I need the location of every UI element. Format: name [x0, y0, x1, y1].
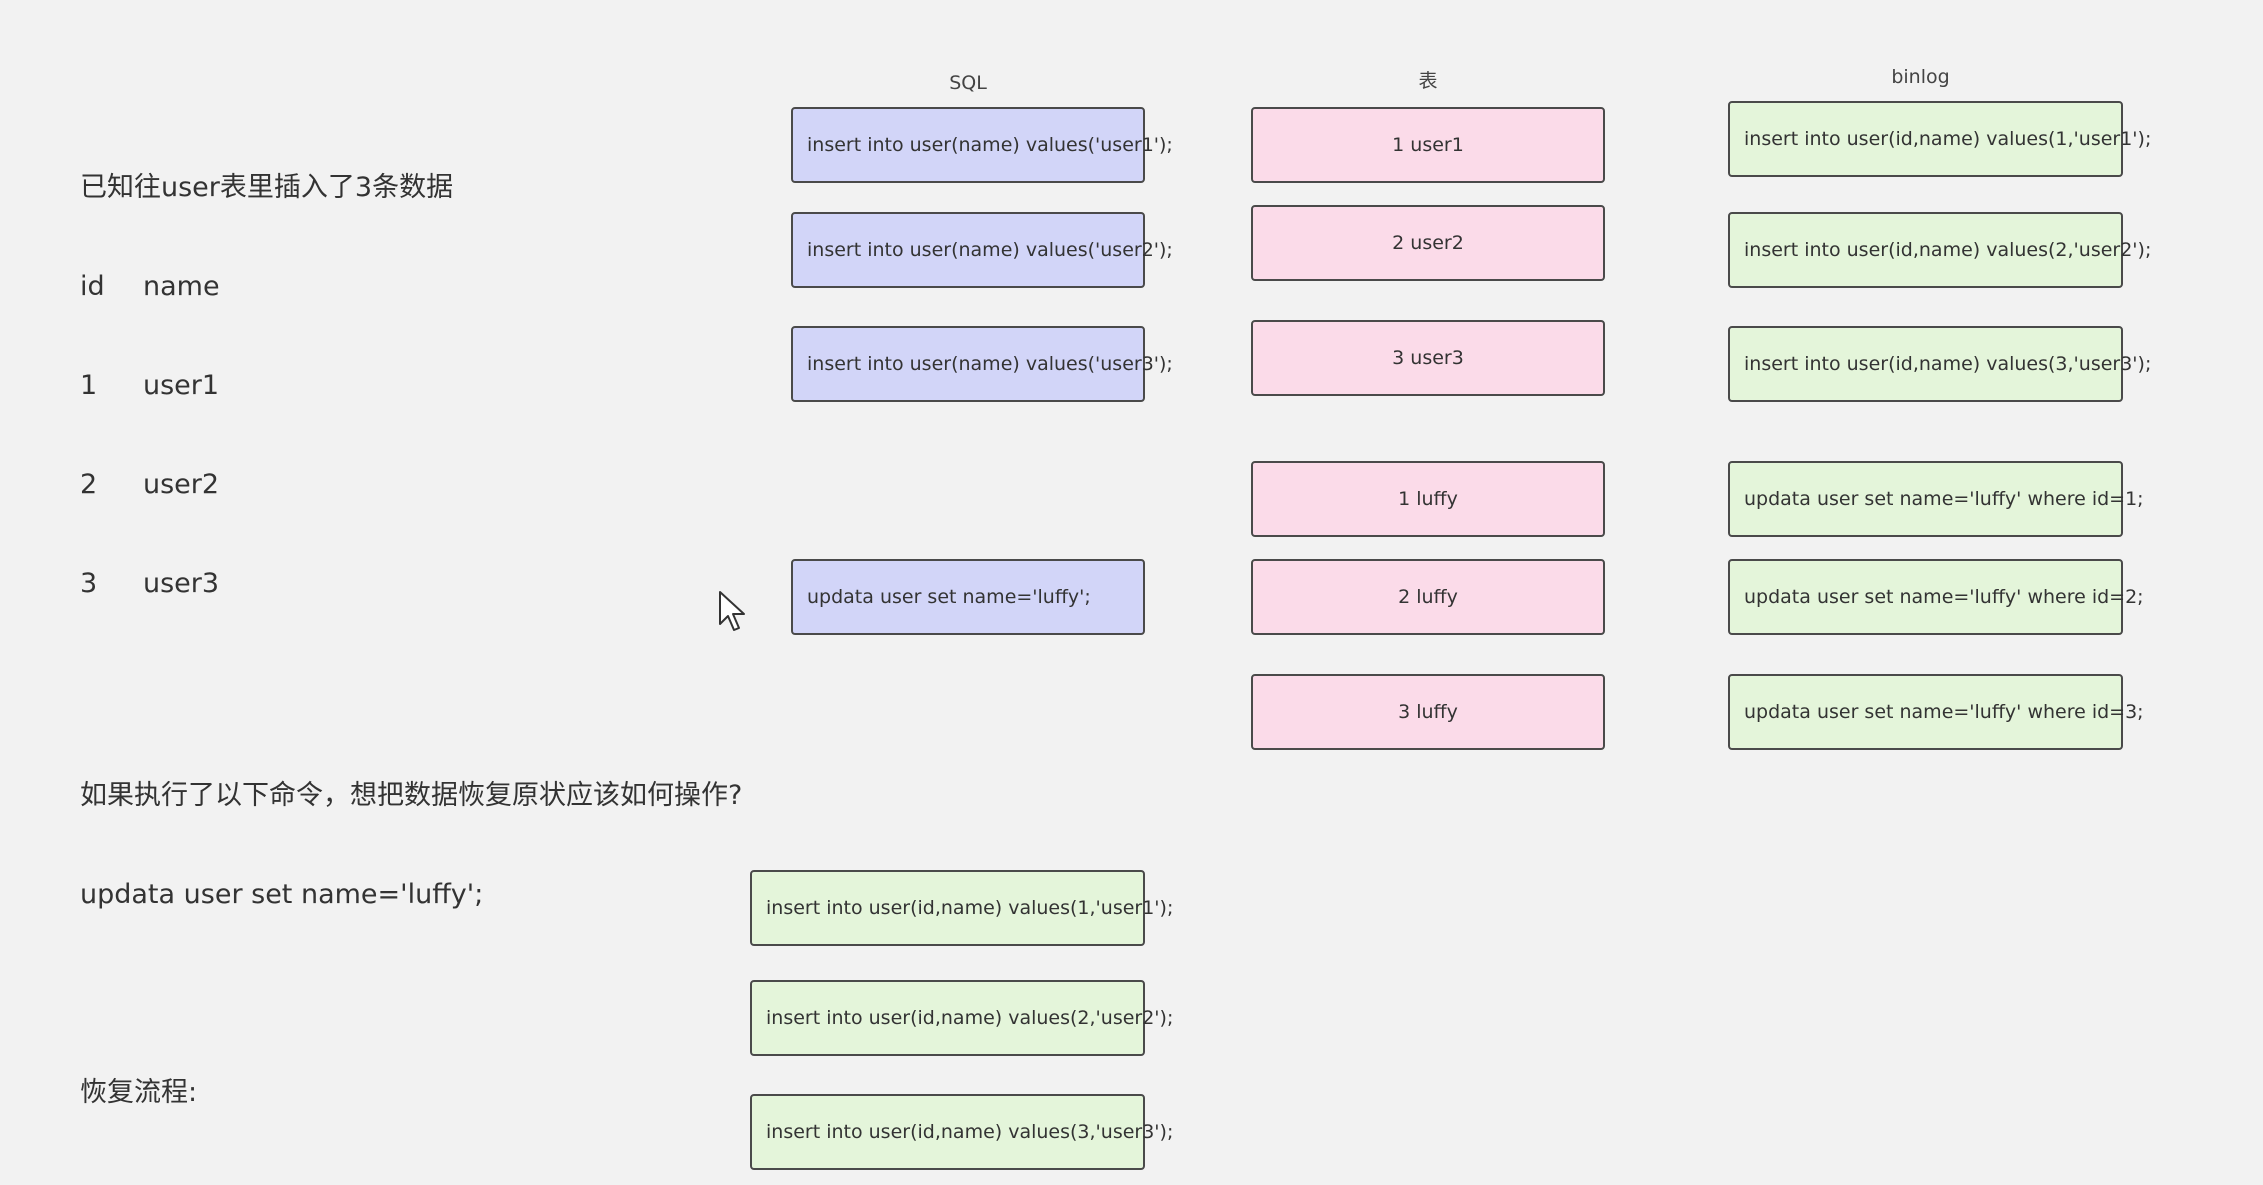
- mouse-cursor-icon: [719, 591, 745, 631]
- header-id: id: [80, 271, 105, 302]
- binlog-entry-box[interactable]: insert into user(id,name) values(1,'user…: [1728, 101, 2151, 177]
- table-row-box[interactable]: 3 user3: [1251, 320, 1605, 396]
- table-row-box[interactable]: 1 user1: [1251, 107, 1605, 183]
- header-name: name: [143, 271, 220, 302]
- recovery-statement-box[interactable]: insert into user(id,name) values(1,'user…: [750, 870, 1173, 946]
- row-id: 3: [80, 568, 98, 599]
- recovery-statement-box[interactable]: insert into user(id,name) values(3,'user…: [750, 1094, 1173, 1170]
- intro-text: 已知往user表里插入了3条数据: [80, 172, 454, 203]
- table-column-header: 表: [1418, 70, 1438, 92]
- sql-statement-box[interactable]: insert into user(name) values('user1');: [791, 107, 1173, 183]
- row-name: user1: [143, 370, 220, 401]
- binlog-entry-box[interactable]: insert into user(id,name) values(2,'user…: [1728, 212, 2151, 288]
- table-row-box[interactable]: 2 luffy: [1251, 559, 1605, 635]
- binlog-entry-box[interactable]: insert into user(id,name) values(3,'user…: [1728, 326, 2151, 402]
- table-row-box[interactable]: 1 luffy: [1251, 461, 1605, 537]
- command-text: updata user set name='luffy';: [80, 879, 484, 910]
- row-name: user3: [143, 568, 220, 599]
- binlog-entry-box[interactable]: updata user set name='luffy' where id=3;: [1728, 674, 2144, 750]
- recovery-label: 恢复流程:: [80, 1077, 198, 1108]
- table-row: 3 user3: [80, 567, 742, 600]
- question-text: 如果执行了以下命令，想把数据恢复原状应该如何操作?: [80, 780, 743, 811]
- table-row: 2 user2: [80, 468, 742, 501]
- sql-update-box[interactable]: updata user set name='luffy';: [791, 559, 1145, 635]
- notes-panel: 已知往user表里插入了3条数据 id name 1 user1 2 user2…: [80, 105, 742, 1142]
- table-row-box[interactable]: 3 luffy: [1251, 674, 1605, 750]
- row-id: 1: [80, 370, 98, 401]
- binlog-entry-box[interactable]: updata user set name='luffy' where id=1;: [1728, 461, 2144, 537]
- sql-column-header: SQL: [949, 72, 987, 94]
- recovery-statement-box[interactable]: insert into user(id,name) values(2,'user…: [750, 980, 1173, 1056]
- table-header-row: id name: [80, 270, 742, 303]
- binlog-column-header: binlog: [1891, 66, 1950, 88]
- row-name: user2: [143, 469, 220, 500]
- table-row-box[interactable]: 2 user2: [1251, 205, 1605, 281]
- table-row: 1 user1: [80, 369, 742, 402]
- binlog-entry-box[interactable]: updata user set name='luffy' where id=2;: [1728, 559, 2144, 635]
- row-id: 2: [80, 469, 98, 500]
- sql-statement-box[interactable]: insert into user(name) values('user3');: [791, 326, 1173, 402]
- sql-statement-box[interactable]: insert into user(name) values('user2');: [791, 212, 1173, 288]
